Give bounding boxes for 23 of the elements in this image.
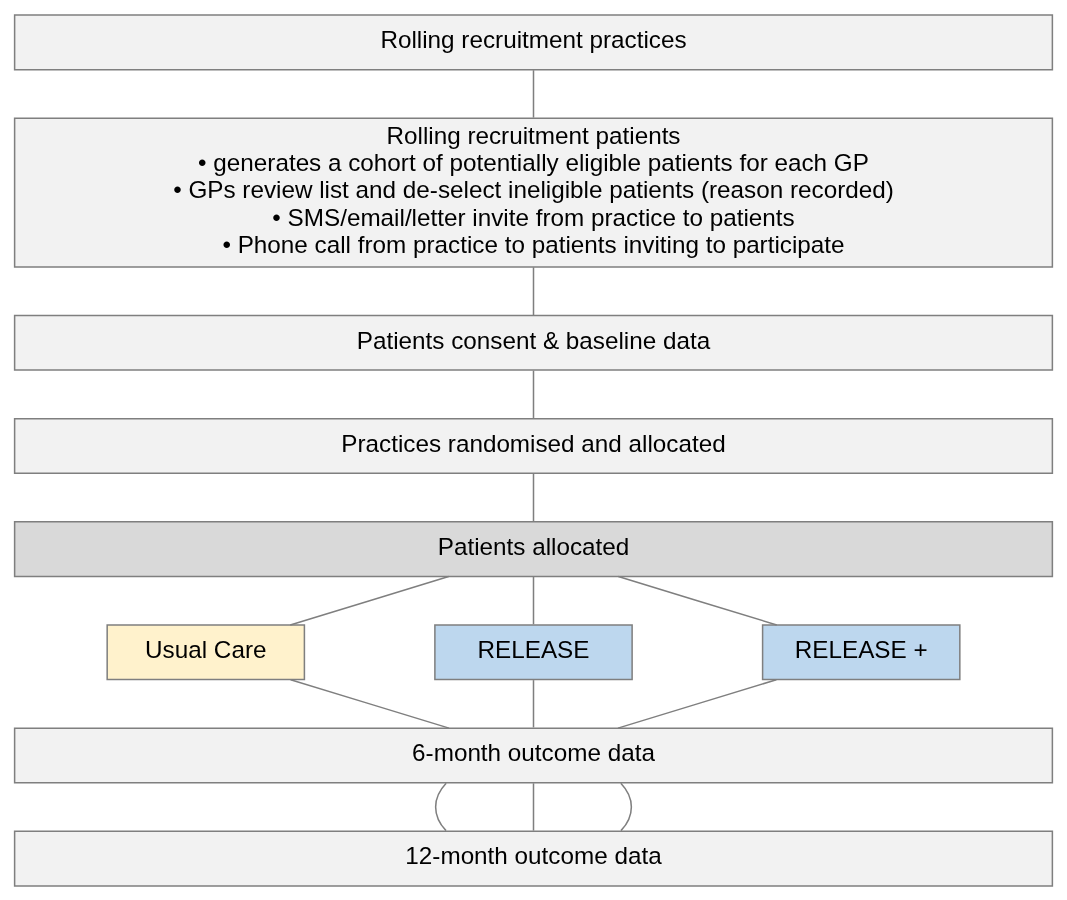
connector <box>532 472 535 522</box>
node-box: RELEASE <box>434 623 633 680</box>
node-box: Usual Care <box>106 623 306 680</box>
connector <box>620 782 633 831</box>
node-box: 6-month outcome data <box>13 726 1054 783</box>
node-box: Patients consent & baseline data <box>13 314 1054 371</box>
node-box: Practices randomised and allocated <box>13 417 1054 474</box>
connector <box>532 782 535 831</box>
connector <box>532 369 535 419</box>
connector <box>289 678 450 729</box>
node-box: Rolling recruitment practices <box>13 13 1054 70</box>
connector <box>289 575 450 626</box>
connector <box>532 266 535 316</box>
node-box: Patients allocated <box>13 520 1054 577</box>
node-box: 12-month outcome data <box>13 830 1054 887</box>
node-box: Rolling recruitment patients • generates a cohort of potentially eligible patients for each GP • GPs review list and de-select ineligible patients (reason recorded) • SMS/email/letter invite from practice to patients • Phone call from practice to patients inviting to participate <box>13 116 1054 268</box>
connector <box>617 678 778 729</box>
connector <box>532 575 535 625</box>
connector <box>434 782 447 831</box>
node-box: RELEASE + <box>761 623 961 680</box>
connector <box>532 68 535 118</box>
connector <box>617 575 778 626</box>
connector <box>532 678 535 728</box>
